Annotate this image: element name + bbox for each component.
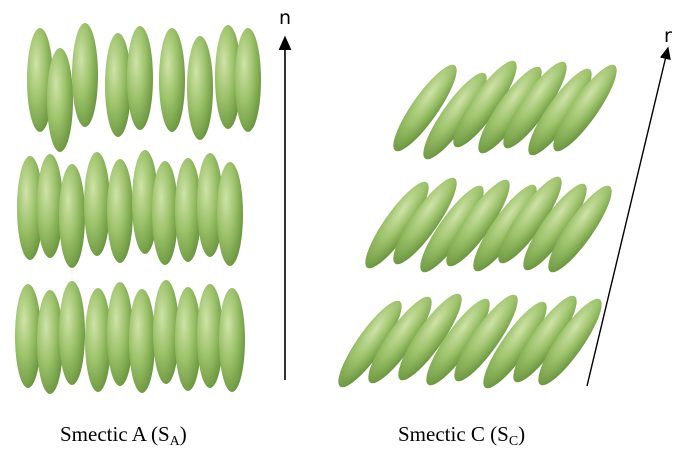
molecule xyxy=(59,164,85,268)
molecule xyxy=(105,33,131,137)
molecule xyxy=(235,28,261,132)
molecule xyxy=(107,282,133,386)
molecule xyxy=(152,161,178,265)
director-label-c: r xyxy=(664,25,672,47)
molecule xyxy=(127,26,153,130)
molecule xyxy=(37,154,63,258)
molecule xyxy=(59,281,85,385)
molecule xyxy=(187,36,213,140)
molecule xyxy=(72,23,98,127)
caption-smectic-a: Smectic A (SA) xyxy=(60,422,187,449)
smectic-a-panel xyxy=(15,23,261,394)
molecule xyxy=(37,290,63,394)
molecule xyxy=(153,280,179,384)
molecule xyxy=(107,159,133,263)
molecule xyxy=(217,162,243,266)
molecule xyxy=(159,28,185,132)
smectic-c-panel xyxy=(330,54,626,395)
molecule xyxy=(219,288,245,392)
molecule xyxy=(84,152,110,256)
director-label-a: n xyxy=(279,7,291,29)
molecule xyxy=(129,289,155,393)
molecule xyxy=(47,48,73,152)
caption-smectic-c: Smectic C (SC) xyxy=(398,422,525,449)
